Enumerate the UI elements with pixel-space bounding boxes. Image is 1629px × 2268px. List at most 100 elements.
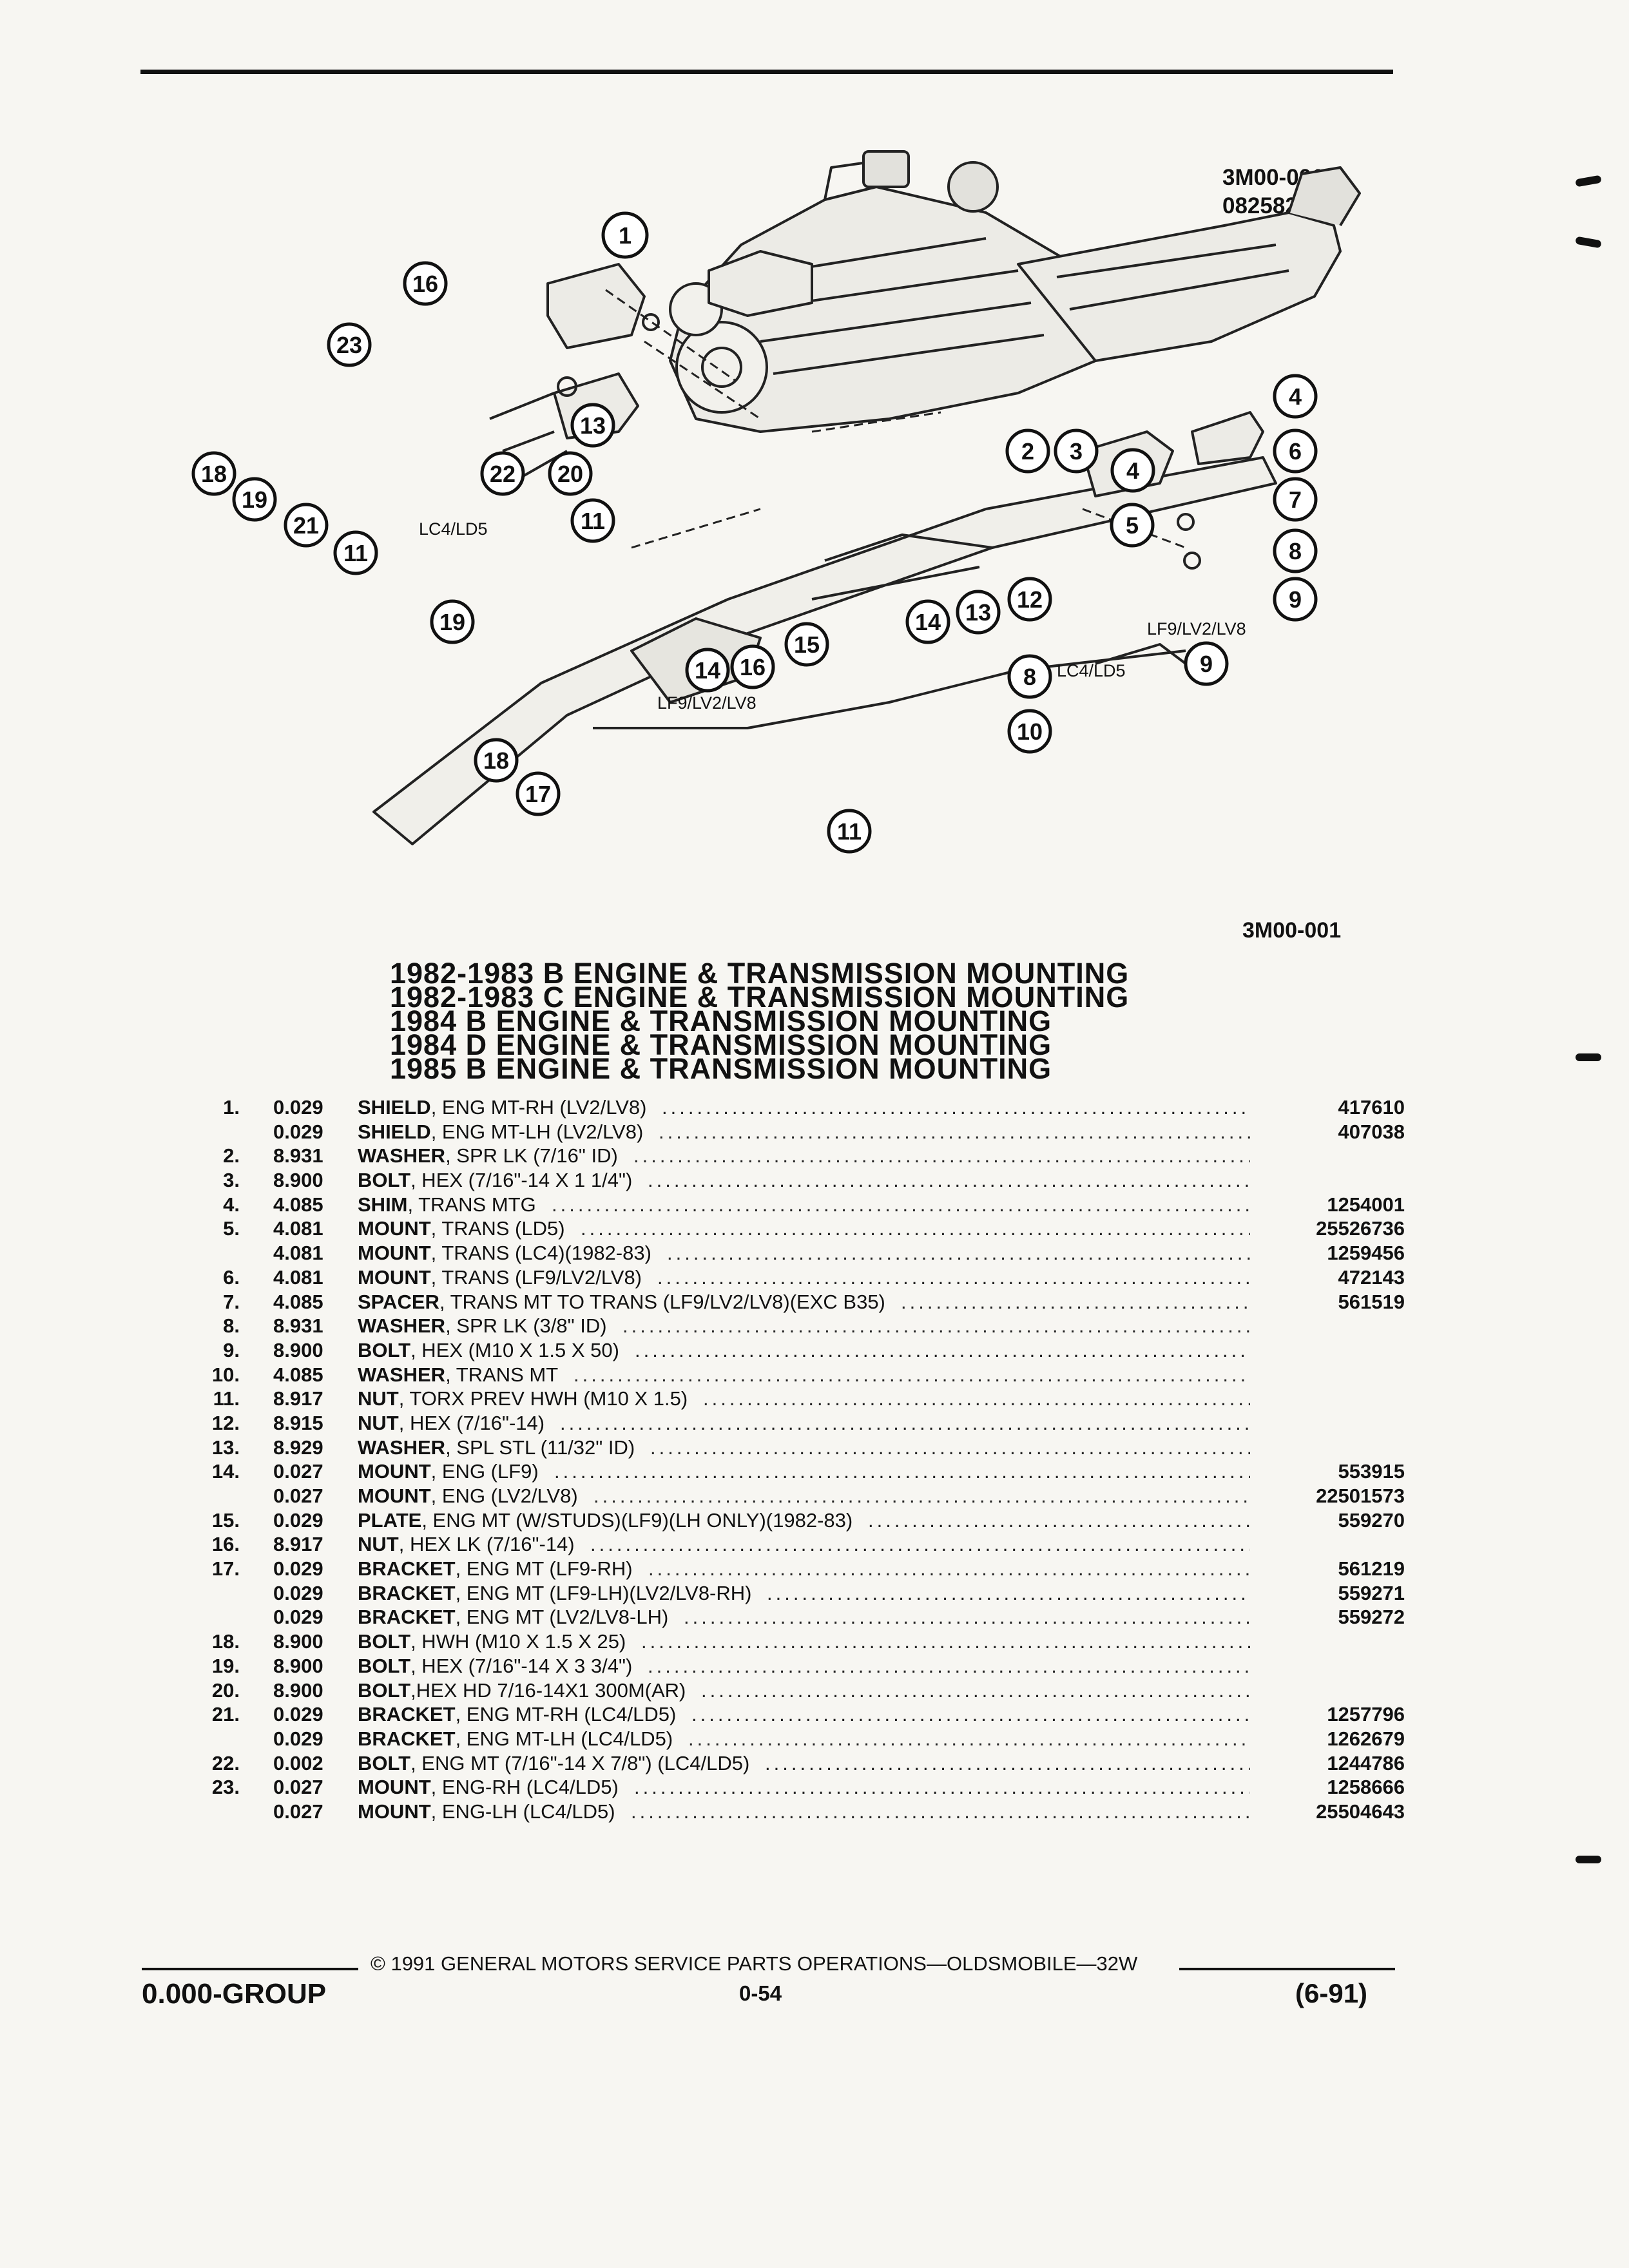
callout-11b: 11 (333, 530, 378, 575)
item-number: 23. (211, 1776, 240, 1799)
callout-11a: 11 (570, 498, 615, 543)
dot-leader: ........................................… (765, 1751, 1250, 1774)
svg-text:17: 17 (525, 781, 551, 807)
callout-13: 13 (570, 403, 615, 448)
svg-text:19: 19 (439, 609, 465, 635)
group-number: 0.027 (273, 1776, 323, 1799)
svg-text:11: 11 (581, 508, 605, 534)
item-number: 4. (223, 1193, 240, 1216)
part-name: WASHER (358, 1436, 446, 1459)
footer-rule-right (1179, 1968, 1395, 1970)
engine-illustration (669, 150, 1123, 433)
callout-19: 19 (232, 477, 277, 522)
part-number: 407038 (1338, 1120, 1405, 1143)
dot-leader: ........................................… (662, 1096, 1250, 1119)
item-number: 14. (211, 1460, 240, 1483)
part-name: BRACKET (358, 1557, 456, 1581)
part-number: 1257796 (1327, 1703, 1405, 1726)
part-number: 559272 (1338, 1606, 1405, 1629)
top-rule (140, 70, 1393, 74)
part-spec: , SPR LK (7/16" ID) (445, 1144, 618, 1168)
part-spec: , TRANS MTG (407, 1193, 536, 1216)
part-name: BRACKET (358, 1727, 456, 1750)
part-description: SPACER, TRANS MT TO TRANS (LF9/LV2/LV8)(… (358, 1290, 885, 1314)
part-spec: , SPR LK (3/8" ID) (445, 1314, 607, 1338)
part-description: NUT, HEX LK (7/16"-14) (358, 1532, 575, 1557)
dot-leader: ........................................… (622, 1314, 1250, 1338)
part-number: 1254001 (1327, 1193, 1405, 1216)
callout-3: 3 (1054, 428, 1099, 474)
item-number: 6. (223, 1265, 240, 1289)
label-lc4-ld5-left: LC4/LD5 (419, 519, 488, 539)
callout-10: 10 (1007, 709, 1052, 754)
svg-text:16: 16 (412, 271, 438, 297)
svg-text:4: 4 (1126, 457, 1139, 484)
item-number: 15. (211, 1508, 240, 1532)
copyright-notice: © 1991 GENERAL MOTORS SERVICE PARTS OPER… (371, 1952, 1138, 1975)
svg-text:13: 13 (580, 412, 606, 439)
svg-text:21: 21 (293, 512, 319, 539)
item-number: 9. (223, 1338, 240, 1361)
part-description: PLATE, ENG MT (W/STUDS)(LF9)(LH ONLY)(19… (358, 1508, 853, 1533)
label-lf9-right: LF9/LV2/LV8 (1147, 619, 1246, 639)
item-number: 20. (211, 1678, 240, 1702)
callout-9b: 9 (1184, 641, 1229, 686)
part-spec: , HEX (M10 X 1.5 X 50) (410, 1338, 619, 1361)
part-spec: , ENG MT-LH (LC4/LD5) (455, 1727, 673, 1750)
part-name: BRACKET (358, 1703, 456, 1726)
part-spec: , TRANS MT (445, 1363, 559, 1386)
part-name: BOLT (358, 1630, 411, 1653)
svg-text:4: 4 (1289, 383, 1302, 410)
callout-20: 20 (548, 451, 593, 496)
label-lf9-left: LF9/LV2/LV8 (657, 693, 757, 713)
svg-text:22: 22 (490, 461, 516, 487)
part-spec: , HEX (7/16"-14) (398, 1411, 545, 1434)
part-description: MOUNT, ENG (LF9) (358, 1459, 539, 1484)
group-number: 0.027 (273, 1800, 323, 1823)
callout-8b: 8 (1007, 654, 1052, 699)
part-description: BOLT, HEX (7/16"-14 X 3 3/4") (358, 1654, 632, 1678)
part-number: 1244786 (1327, 1751, 1405, 1774)
part-name: BOLT (358, 1751, 411, 1774)
part-description: BOLT, HEX (M10 X 1.5 X 50) (358, 1338, 619, 1363)
part-name: SHIM (358, 1193, 408, 1216)
part-description: NUT, HEX (7/16"-14) (358, 1411, 545, 1436)
group-number: 4.081 (273, 1242, 323, 1265)
part-name: BRACKET (358, 1581, 456, 1604)
part-description: WASHER, SPR LK (7/16" ID) (358, 1144, 618, 1168)
svg-text:19: 19 (242, 486, 267, 513)
dot-leader: ........................................… (703, 1387, 1250, 1410)
svg-text:18: 18 (201, 461, 227, 487)
svg-text:18: 18 (483, 747, 509, 774)
svg-text:7: 7 (1289, 486, 1302, 513)
part-spec: ,HEX HD 7/16-14X1 300M(AR) (410, 1678, 686, 1702)
callout-14a: 14 (685, 648, 730, 693)
group-number: 8.931 (273, 1314, 323, 1338)
svg-text:12: 12 (1017, 586, 1043, 613)
section-title: 1982-1983 C ENGINE & TRANSMISSION MOUNTI… (390, 981, 1130, 1014)
section-title: 1982-1983 B ENGINE & TRANSMISSION MOUNTI… (390, 957, 1130, 990)
dot-leader: ........................................… (648, 1169, 1250, 1192)
part-name: NUT (358, 1411, 399, 1434)
svg-text:9: 9 (1289, 586, 1302, 613)
item-number: 19. (211, 1654, 240, 1677)
callout-11c: 11 (827, 809, 872, 854)
part-spec: , ENG-LH (LC4/LD5) (430, 1800, 615, 1823)
item-number: 12. (211, 1411, 240, 1434)
group-number: 8.931 (273, 1144, 323, 1168)
group-number: 4.081 (273, 1265, 323, 1289)
revision-date: (6-91) (1295, 1978, 1368, 2008)
part-number: 25504643 (1316, 1800, 1405, 1823)
item-number: 11. (213, 1387, 240, 1410)
